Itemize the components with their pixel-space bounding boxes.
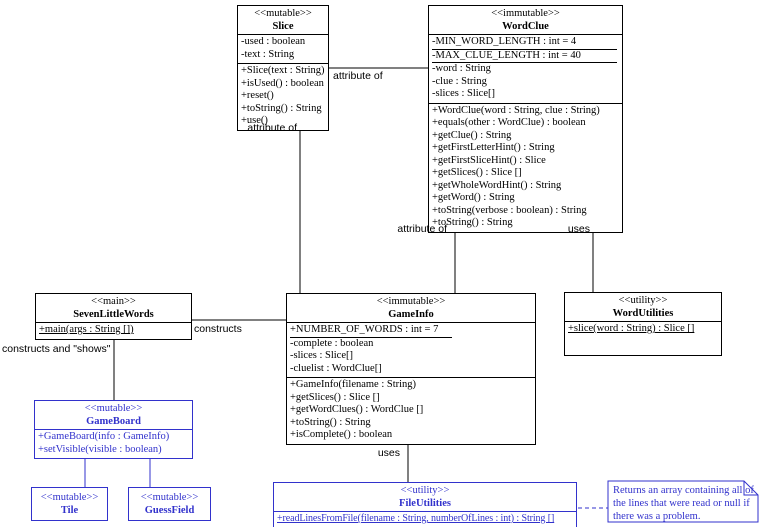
- class-name: Tile: [60, 504, 79, 516]
- attribute: -slices : Slice[]: [432, 88, 495, 99]
- class-name: SevenLittleWords: [73, 308, 154, 320]
- class-slice: <<mutable>> Slice -used : boolean -text …: [237, 5, 329, 131]
- class-name: FileUtilities: [399, 497, 451, 509]
- methods-compartment: +GameInfo(filename : String) +getSlices(…: [287, 378, 535, 444]
- relationship-label: uses: [567, 223, 590, 235]
- attribute: -word : String: [432, 63, 491, 74]
- stereotype: <<mutable>>: [40, 492, 99, 503]
- attribute: -cluelist : WordClue[]: [290, 362, 382, 374]
- class-name: Slice: [272, 20, 294, 32]
- method: +getFirstSliceHint() : Slice: [432, 154, 546, 166]
- class-fileutilities: <<utility>> FileUtilities +readLinesFrom…: [273, 482, 577, 527]
- static-method: +slice(word : String) : Slice []: [568, 323, 695, 334]
- class-header: <<mutable>> GuessField: [129, 488, 210, 520]
- stereotype: <<mutable>>: [140, 492, 199, 503]
- method: +toString() : String: [290, 416, 371, 428]
- method: +getWord() : String: [432, 192, 515, 203]
- stereotype: <<mutable>>: [84, 403, 143, 414]
- class-tile: <<mutable>> Tile: [31, 487, 108, 521]
- method: +isUsed() : boolean: [241, 77, 324, 89]
- method: +equals(other : WordClue) : boolean: [432, 117, 586, 128]
- note: Returns an array containing all of the l…: [613, 484, 754, 523]
- relationship-label: attribute of: [247, 122, 297, 134]
- class-name: GameInfo: [388, 308, 434, 320]
- method: +toString() : String: [241, 102, 322, 114]
- method: +getSlices() : Slice []: [432, 167, 522, 178]
- method: +WordClue(word : String, clue : String): [432, 104, 600, 116]
- method: +getFirstLetterHint() : String: [432, 142, 555, 153]
- static-attribute: +NUMBER_OF_WORDS : int = 7: [290, 324, 532, 338]
- method: +toString() : String: [432, 217, 513, 228]
- class-header: <<mutable>> Slice: [238, 6, 328, 35]
- class-gameboard: <<mutable>> GameBoard +GameBoard(info : …: [34, 400, 193, 459]
- methods-compartment: +WordClue(word : String, clue : String) …: [429, 104, 622, 232]
- class-gameinfo: <<immutable>> GameInfo +NUMBER_OF_WORDS …: [286, 293, 536, 445]
- stereotype: <<mutable>>: [254, 8, 312, 19]
- relationship-label: constructs and "shows": [2, 343, 111, 355]
- class-name: GuessField: [144, 504, 195, 516]
- relationship-label: uses: [377, 447, 400, 459]
- class-header: <<immutable>> GameInfo: [287, 294, 535, 323]
- method: +reset(): [241, 90, 274, 101]
- class-header: <<immutable>> WordClue: [429, 6, 622, 35]
- attribute: -used : boolean: [241, 36, 306, 47]
- static-attribute: -MIN_WORD_LENGTH : int = 4: [432, 36, 619, 50]
- attribute: -slices : Slice[]: [290, 350, 353, 361]
- class-header: <<main>> SevenLittleWords: [36, 294, 191, 323]
- method: +getSlices() : Slice []: [290, 391, 380, 403]
- class-header: <<utility>> FileUtilities: [274, 483, 576, 512]
- stereotype: <<immutable>>: [491, 8, 560, 19]
- attributes-compartment: -used : boolean -text : String: [238, 35, 328, 64]
- class-header: <<mutable>> GameBoard: [35, 401, 192, 430]
- method: +getWholeWordHint() : String: [432, 179, 562, 191]
- method: +GameInfo(filename : String): [290, 379, 417, 390]
- note-line: there was a problem.: [613, 511, 701, 522]
- static-attribute: -MAX_CLUE_LENGTH : int = 40: [432, 50, 619, 63]
- methods-compartment: +slice(word : String) : Slice []: [565, 322, 721, 355]
- attribute: -complete : boolean: [290, 337, 374, 349]
- stereotype: <<utility>>: [618, 295, 668, 306]
- attribute: -text : String: [241, 48, 295, 60]
- note-line: Returns an array containing all of: [613, 485, 754, 496]
- class-wordutilities: <<utility>> WordUtilities +slice(word : …: [564, 292, 722, 356]
- method: +getWordClues() : WordClue []: [290, 404, 424, 415]
- stereotype: <<immutable>>: [376, 296, 446, 307]
- class-header: <<mutable>> Tile: [32, 488, 107, 520]
- methods-compartment: +GameBoard(info : GameInfo) +setVisible(…: [35, 430, 192, 458]
- stereotype: <<main>>: [91, 296, 136, 307]
- class-header: <<utility>> WordUtilities: [565, 293, 721, 322]
- method: +isComplete() : boolean: [290, 429, 393, 440]
- relationship-label: attribute of: [397, 223, 447, 235]
- attribute: -clue : String: [432, 75, 487, 87]
- relationship-label: attribute of: [333, 70, 383, 82]
- class-name: WordClue: [502, 20, 549, 32]
- static-method: +main(args : String []): [39, 324, 134, 335]
- method: +GameBoard(info : GameInfo): [38, 431, 170, 442]
- stereotype: <<utility>>: [400, 485, 450, 496]
- method: +Slice(text : String): [241, 65, 325, 76]
- note-dogear: [743, 481, 758, 496]
- method: +getClue() : String: [432, 129, 512, 141]
- relationship-label: constructs: [194, 323, 242, 335]
- method: +use(): [241, 115, 268, 126]
- method: +setVisible(visible : boolean): [38, 443, 162, 455]
- class-wordclue: <<immutable>> WordClue -MIN_WORD_LENGTH …: [428, 5, 623, 233]
- note-shape: [607, 480, 759, 523]
- class-guessfield: <<mutable>> GuessField: [128, 487, 211, 521]
- static-method: +readLinesFromFile(filename : String, nu…: [277, 513, 555, 524]
- methods-compartment: +Slice(text : String) +isUsed() : boolea…: [238, 64, 328, 130]
- class-name: WordUtilities: [612, 307, 674, 319]
- method: +toString(verbose : boolean) : String: [432, 204, 587, 216]
- methods-compartment: +readLinesFromFile(filename : String, nu…: [274, 512, 576, 527]
- methods-compartment: +main(args : String []): [36, 323, 191, 339]
- class-name: GameBoard: [86, 415, 141, 427]
- note-line: the lines that were read or null if: [613, 498, 750, 509]
- attributes-compartment: -MIN_WORD_LENGTH : int = 4 -MAX_CLUE_LEN…: [429, 35, 622, 104]
- attributes-compartment: +NUMBER_OF_WORDS : int = 7 -complete : b…: [287, 323, 535, 378]
- class-sevenlittlewords: <<main>> SevenLittleWords +main(args : S…: [35, 293, 192, 340]
